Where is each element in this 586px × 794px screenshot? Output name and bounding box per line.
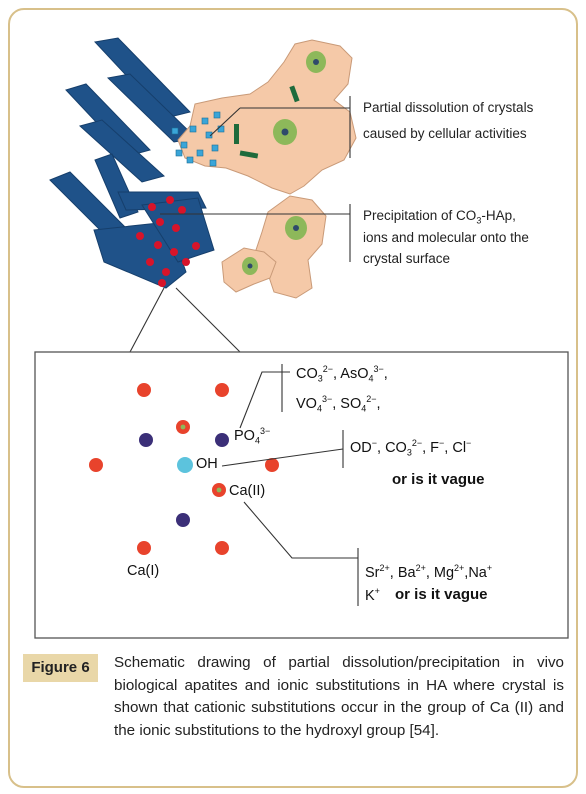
anion-substituents-row2: VO43−, SO42−,	[296, 394, 381, 414]
hydroxyl-substituents: OD−, CO32−, F−, Cl−	[350, 438, 472, 458]
hydroxyl-atom	[177, 457, 193, 473]
dissolution-label-line1: Partial dissolution of crystals	[363, 100, 534, 115]
organelle	[289, 85, 300, 103]
lattice-leaders	[221, 364, 359, 606]
ca-atom	[89, 458, 103, 472]
phosphate-atom	[139, 433, 153, 447]
figure-caption-text: Schematic drawing of partial dissolution…	[114, 654, 564, 739]
crystal-plate	[78, 119, 166, 183]
vague-note-1: or is it vague	[392, 471, 485, 488]
hydroxyl-label: OH	[196, 456, 218, 472]
dissolved-ions	[171, 111, 225, 167]
precipitation-label-line2: ions and molecular onto the	[363, 230, 529, 245]
cells	[177, 39, 357, 299]
organelle	[234, 124, 239, 144]
ca-atom	[215, 541, 229, 555]
ca1-label: Ca(I)	[127, 563, 160, 579]
phosphate-atom	[176, 513, 190, 527]
precipitation-label-line1: Precipitation of CO3-HAp,	[363, 208, 516, 226]
lattice-box	[34, 351, 569, 639]
dissolution-label-line2: caused by cellular activities	[363, 126, 527, 141]
leader-lines	[129, 96, 351, 353]
ca-atom	[137, 541, 151, 555]
ca2-label: Ca(II)	[229, 483, 266, 499]
precipitated-ions	[136, 196, 200, 287]
phosphate-atom	[215, 433, 229, 447]
ca-atom	[265, 458, 279, 472]
cell	[177, 39, 357, 195]
precipitation-label-line3: crystal surface	[363, 251, 451, 266]
lattice-atoms	[89, 383, 279, 555]
figure-caption-tag: Figure 6	[23, 654, 98, 682]
cation-substituents: Sr2+, Ba2+, Mg2+,Na+	[365, 563, 493, 581]
organelles	[234, 85, 300, 159]
anion-substituents-row1: CO32−, AsO43−,	[296, 364, 388, 384]
organelle	[239, 150, 259, 159]
cell	[255, 195, 327, 299]
vague-note-2: or is it vague	[395, 586, 488, 603]
ca-atom	[137, 383, 151, 397]
nuclei	[242, 51, 326, 275]
phosphate-label: PO43−	[234, 426, 271, 446]
potassium-label: K+	[365, 586, 380, 604]
ca-atom	[215, 383, 229, 397]
